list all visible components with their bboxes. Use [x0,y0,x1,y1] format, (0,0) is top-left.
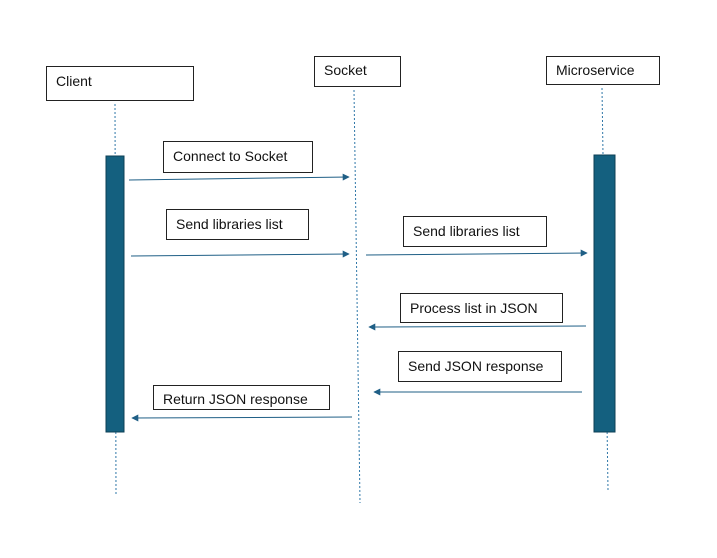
message-process-json: Process list in JSON [400,293,563,323]
process-json-arrow [368,323,587,331]
socket-lifeline [353,89,361,504]
participant-client-label: Client [56,73,92,89]
message-send-list-socket: Send libraries list [403,216,547,247]
message-return-json: Return JSON response [153,385,330,410]
participant-microservice-label: Microservice [556,62,635,78]
return-json-arrow [131,414,353,422]
message-return-json-label: Return JSON response [163,391,308,407]
participant-socket: Socket [314,56,401,87]
message-send-list-socket-label: Send libraries list [413,223,520,239]
participant-client: Client [46,66,194,101]
participant-socket-label: Socket [324,62,367,78]
message-send-json: Send JSON response [398,351,562,382]
client-activation-bar [105,155,125,433]
message-send-json-label: Send JSON response [408,358,544,374]
microservice-activation-bar [593,154,616,433]
message-connect: Connect to Socket [163,141,313,173]
message-send-list-client: Send libraries list [166,209,309,240]
participant-microservice: Microservice [546,56,660,85]
send-list-socket-arrow [365,249,588,257]
message-connect-label: Connect to Socket [173,148,288,164]
message-process-json-label: Process list in JSON [410,300,538,316]
connect-arrow [128,173,350,181]
message-send-list-client-label: Send libraries list [176,216,283,232]
send-list-client-arrow [130,250,350,258]
